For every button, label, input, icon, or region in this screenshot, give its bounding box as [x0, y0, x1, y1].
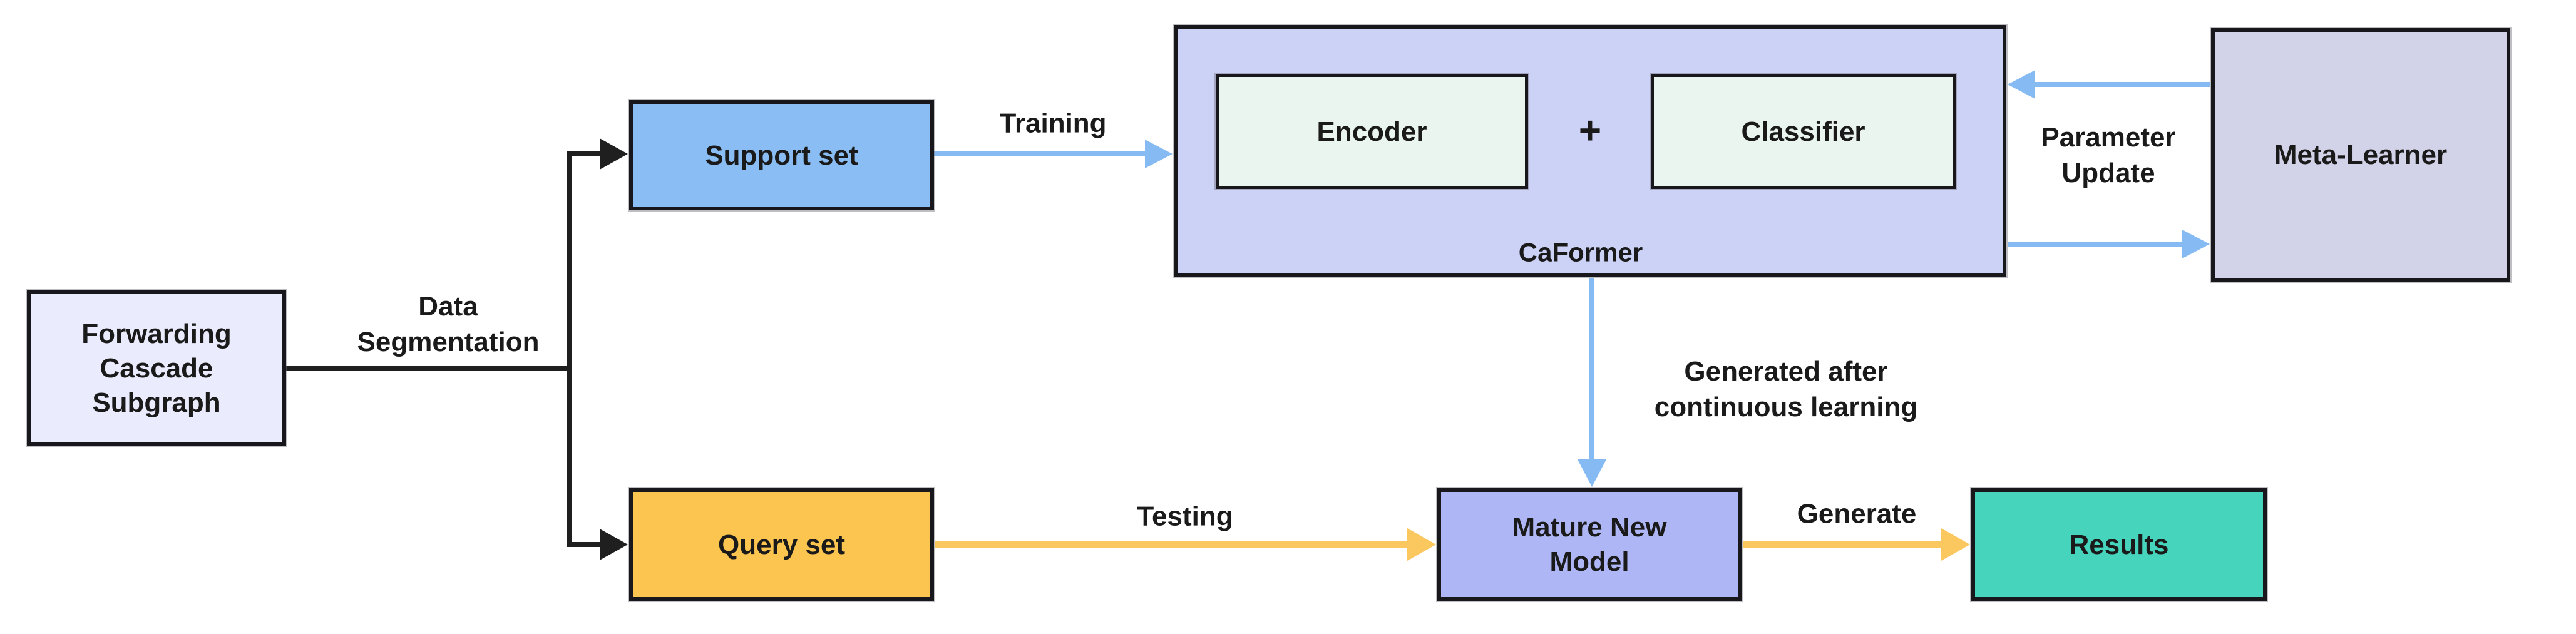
- node-support-set: Support set: [629, 100, 934, 210]
- edge-testing: [935, 528, 1436, 561]
- edge-generate: [1743, 528, 1970, 561]
- edge-parameter-update-left: [2008, 70, 2210, 99]
- edge-label-training: Training: [999, 108, 1107, 139]
- edge-data-segmentation: [286, 138, 628, 560]
- edge-label-data-segmentation: Data Segmentation: [357, 290, 540, 357]
- edge-training: [934, 140, 1173, 168]
- node-label: Encoder: [1316, 116, 1427, 147]
- node-label: Classifier: [1741, 116, 1865, 147]
- arrowhead-generate: [1941, 528, 1970, 561]
- arrowhead-testing: [1407, 528, 1436, 561]
- plus-sign: +: [1578, 109, 1602, 153]
- node-label: Mature New Model: [1512, 512, 1667, 577]
- node-query-set: Query set: [629, 488, 934, 601]
- arrowhead-to-support-set: [600, 138, 628, 170]
- edge-label-generated-after-continuous-learning: Generated after continuous learning: [1654, 355, 1918, 422]
- arrowhead-training: [1145, 140, 1173, 168]
- arrowhead-to-caformer: [2008, 70, 2035, 99]
- edge-label-parameter-update: Parameter Update: [2041, 121, 2176, 188]
- arrowhead-to-query-set: [600, 529, 628, 560]
- node-classifier: Classifier: [1651, 74, 1956, 189]
- node-meta-learner: Meta-Learner: [2211, 28, 2510, 282]
- edge-label-generate: Generate: [1797, 498, 1917, 529]
- edge-parameter-update-right: [2008, 230, 2210, 258]
- edge-label-testing: Testing: [1137, 501, 1233, 532]
- arrowhead-to-meta-learner: [2182, 230, 2210, 258]
- node-encoder: Encoder: [1216, 74, 1528, 189]
- node-label: Forwarding Cascade Subgraph: [81, 318, 232, 418]
- arrowhead-to-mature-model: [1578, 459, 1606, 487]
- node-label: Meta-Learner: [2274, 140, 2448, 170]
- node-label: Support set: [705, 140, 858, 171]
- node-label: Query set: [718, 529, 845, 560]
- node-forwarding-cascade-subgraph: Forwarding Cascade Subgraph: [27, 290, 286, 446]
- caformer-label: CaFormer: [1518, 237, 1643, 267]
- node-mature-new-model: Mature New Model: [1437, 488, 1742, 601]
- node-results: Results: [1971, 488, 2267, 601]
- edge-generated-after: [1578, 278, 1606, 487]
- node-label: Results: [2069, 529, 2169, 560]
